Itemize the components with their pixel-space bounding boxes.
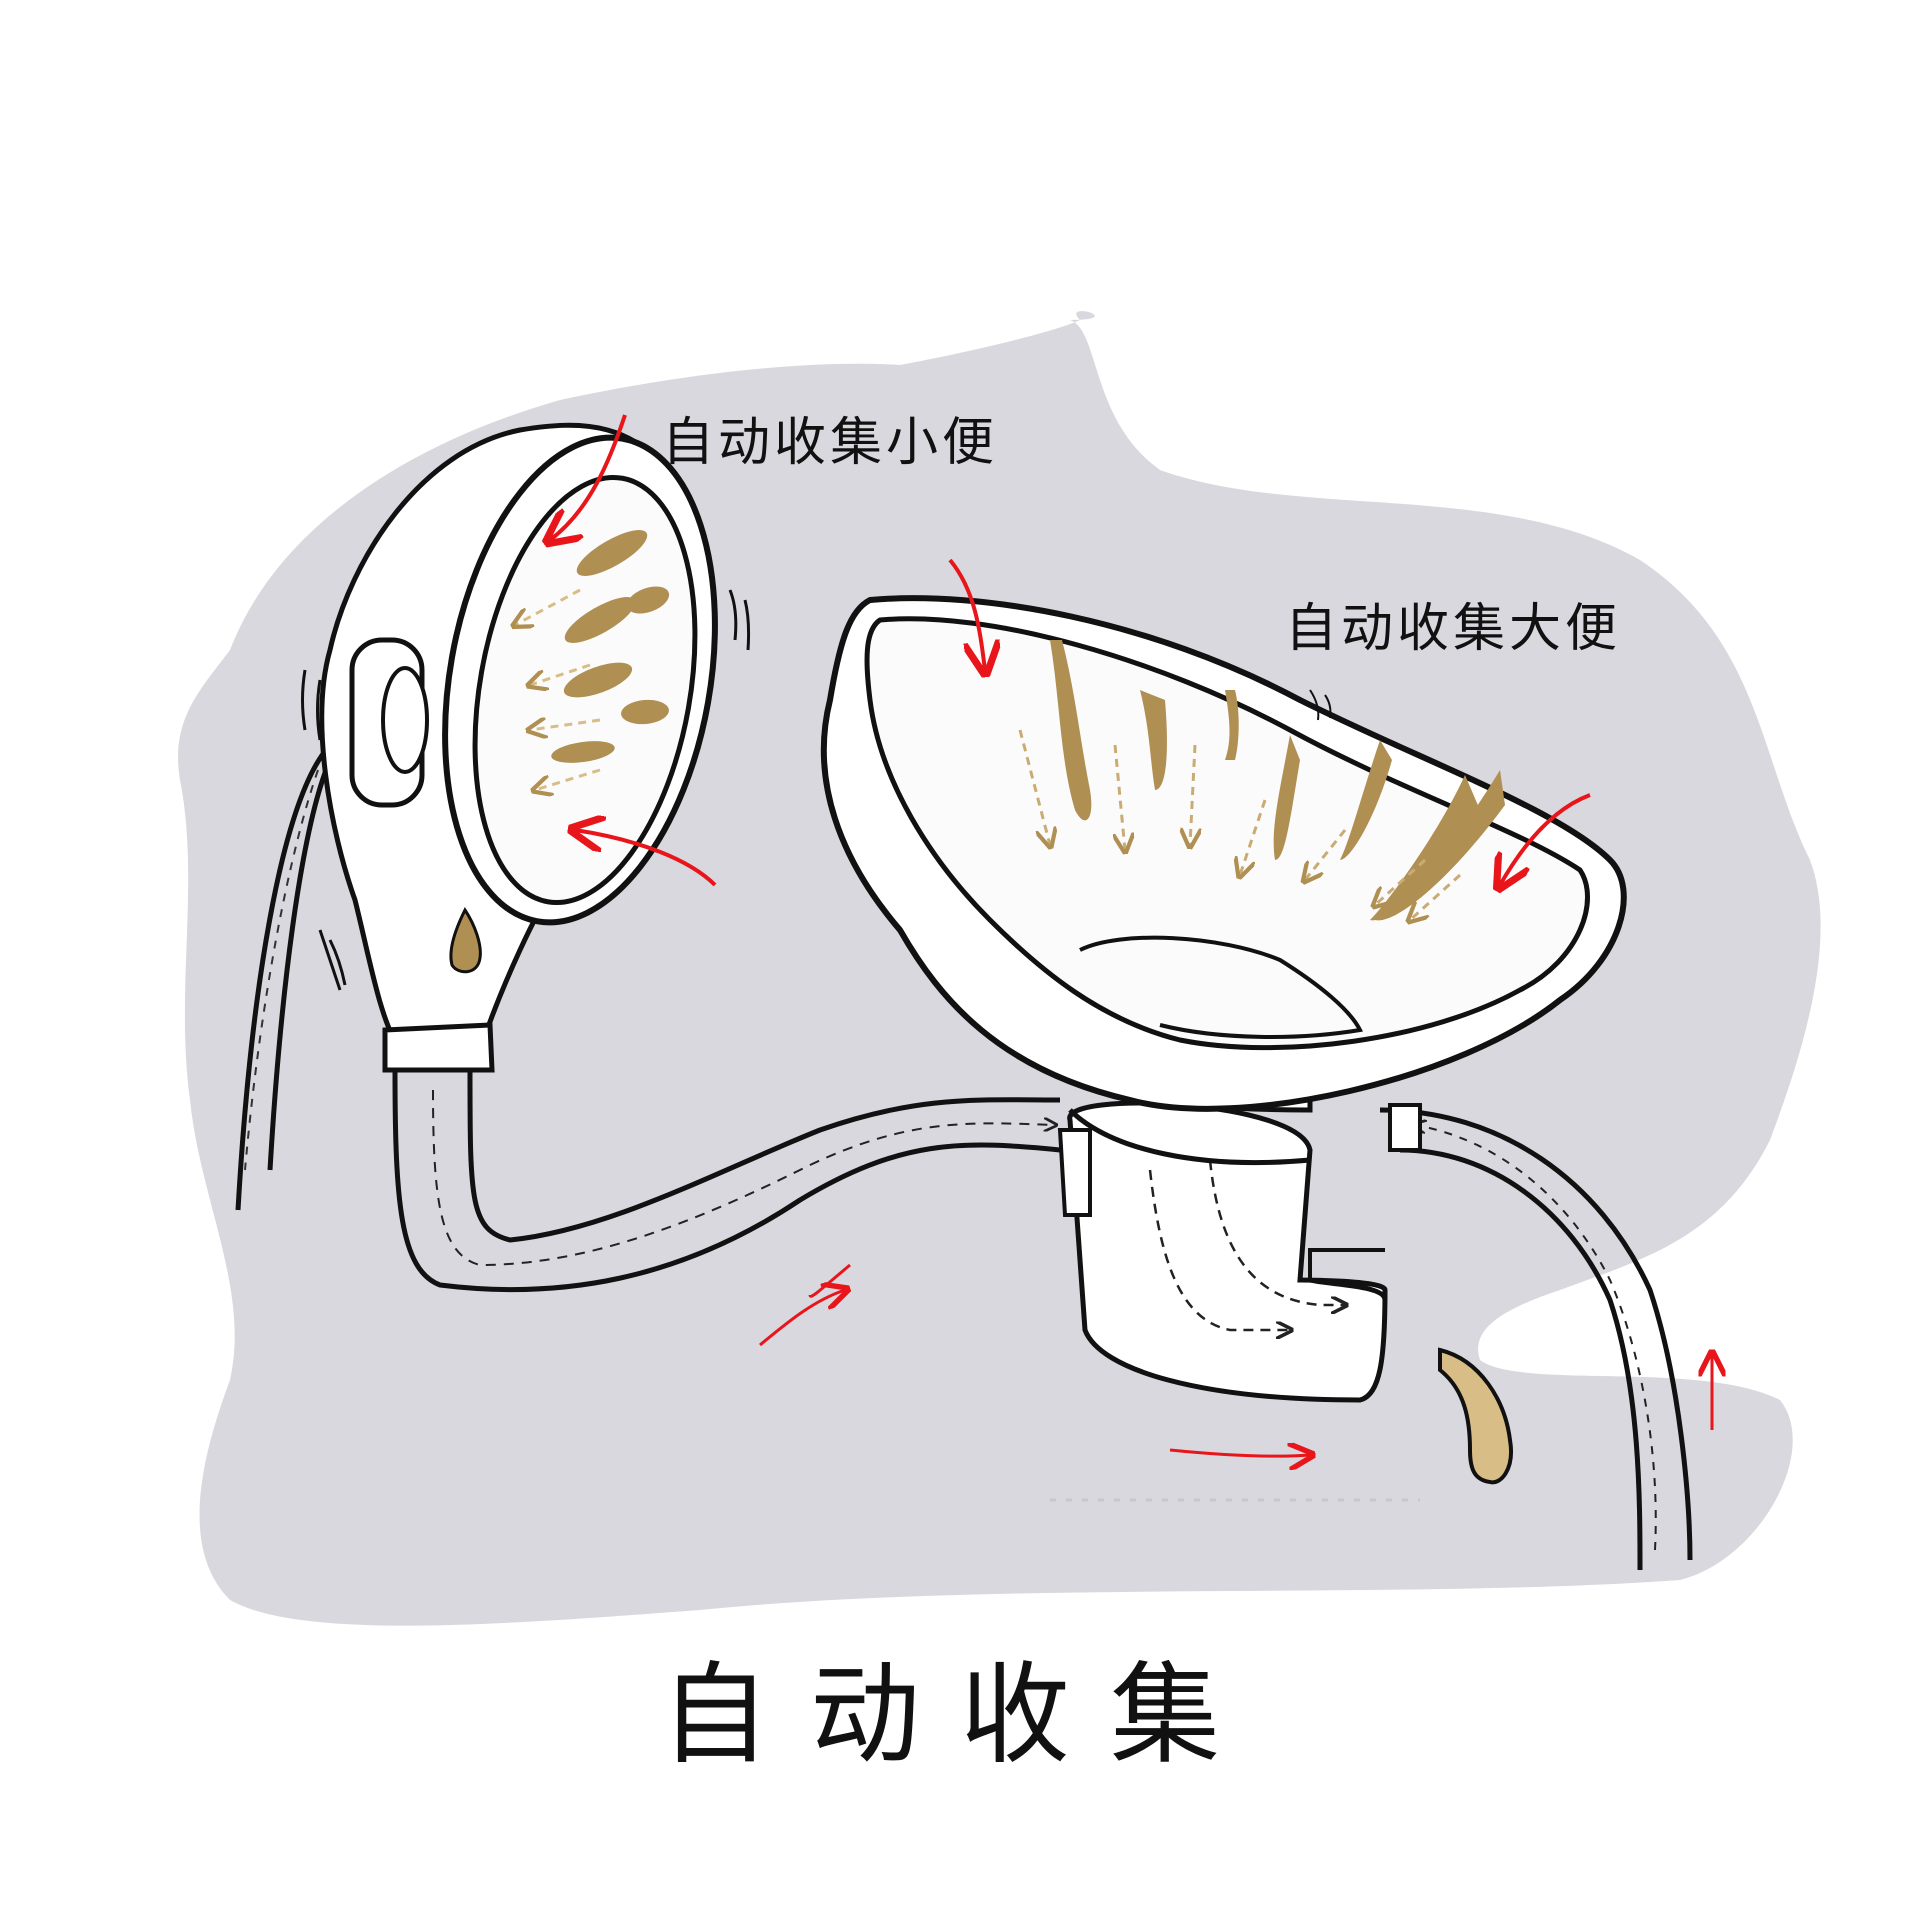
collector-collar bbox=[382, 1022, 495, 1073]
waste-drop bbox=[449, 907, 482, 974]
urine-streaks bbox=[551, 530, 670, 763]
label-feces-collection: 自动收集大便 bbox=[1285, 599, 1622, 659]
right-return-hose bbox=[1379, 1103, 1712, 1571]
page-title: 自动收集 bbox=[660, 1651, 1260, 1779]
collector-bowl-inner bbox=[864, 616, 1590, 1051]
connecting-hose bbox=[392, 1069, 1061, 1347]
feces-collector bbox=[820, 558, 1627, 1403]
urine-collector bbox=[301, 414, 751, 1073]
feces-streaks bbox=[1050, 640, 1505, 921]
expelled-waste bbox=[1438, 1347, 1513, 1485]
label-urine-collection: 自动收集小便 bbox=[662, 413, 999, 473]
left-intake-hose bbox=[235, 743, 333, 1211]
